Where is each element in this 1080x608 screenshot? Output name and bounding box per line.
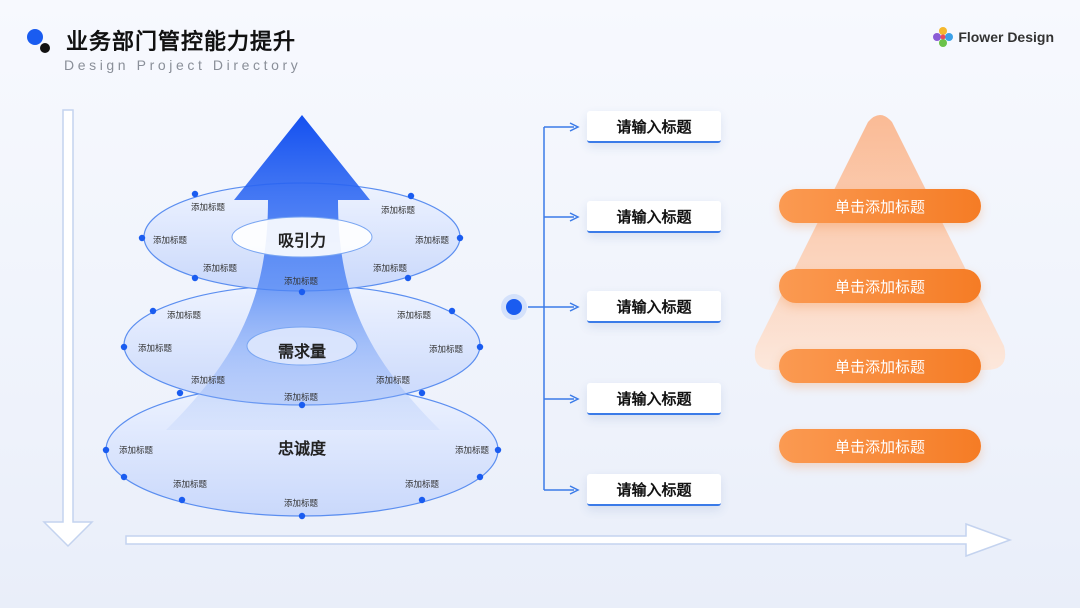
- ring1-label: 添加标题: [190, 203, 226, 213]
- vertical-axis-arrow: [42, 109, 94, 548]
- branch-title-box[interactable]: 请输入标题: [587, 474, 721, 506]
- branch-title-box[interactable]: 请输入标题: [587, 383, 721, 415]
- ring3-label: 添加标题: [118, 446, 154, 456]
- ring2-label: 添加标题: [137, 344, 173, 354]
- page-subtitle: Design Project Directory: [64, 57, 302, 73]
- ring1-label: 添加标题: [202, 264, 238, 274]
- ring3-label: 添加标题: [404, 480, 440, 490]
- ring1-label: 添加标题: [380, 206, 416, 216]
- pyramid-pill[interactable]: 单击添加标题: [779, 269, 981, 303]
- pyramid-pill[interactable]: 单击添加标题: [779, 349, 981, 383]
- ring-demand-center: [246, 326, 358, 366]
- horizontal-axis-arrow: [125, 522, 1013, 558]
- branch-root-dot: [506, 299, 522, 315]
- branch-connector: [528, 122, 580, 495]
- ring3-label: 添加标题: [283, 499, 319, 509]
- flower-icon: [933, 27, 954, 47]
- logo-dots-icon: [27, 29, 50, 53]
- ring2-label: 添加标题: [166, 311, 202, 321]
- ring2-label: 添加标题: [190, 376, 226, 386]
- ring2-label: 添加标题: [428, 345, 464, 355]
- ring2-label: 添加标题: [283, 393, 319, 403]
- ring1-label: 添加标题: [414, 236, 450, 246]
- branch-title-box[interactable]: 请输入标题: [587, 201, 721, 233]
- ring-dots: [102, 190, 502, 520]
- brand-logo: Flower Design: [932, 26, 1054, 48]
- ring2-title: 需求量: [277, 342, 327, 361]
- ring1-label: 添加标题: [152, 236, 188, 246]
- ring2-label: 添加标题: [396, 311, 432, 321]
- ring1-title: 吸引力: [277, 231, 327, 250]
- pyramid-pill[interactable]: 单击添加标题: [779, 189, 981, 223]
- ring3-label: 添加标题: [172, 480, 208, 490]
- branch-title-box[interactable]: 请输入标题: [587, 291, 721, 323]
- page-title: 业务部门管控能力提升: [66, 30, 297, 55]
- growth-arrow: [166, 115, 440, 430]
- ring1-label: 添加标题: [372, 264, 408, 274]
- ring2-label: 添加标题: [375, 376, 411, 386]
- pyramid-triangle: [754, 115, 1006, 370]
- ring1-label: 添加标题: [283, 277, 319, 287]
- branch-title-box[interactable]: 请输入标题: [587, 111, 721, 143]
- ring-attraction-center: [231, 216, 373, 258]
- pyramid-pill[interactable]: 单击添加标题: [779, 429, 981, 463]
- ring3-label: 添加标题: [454, 446, 490, 456]
- brand-name: Flower Design: [958, 29, 1054, 45]
- ring3-title: 忠诚度: [277, 439, 327, 458]
